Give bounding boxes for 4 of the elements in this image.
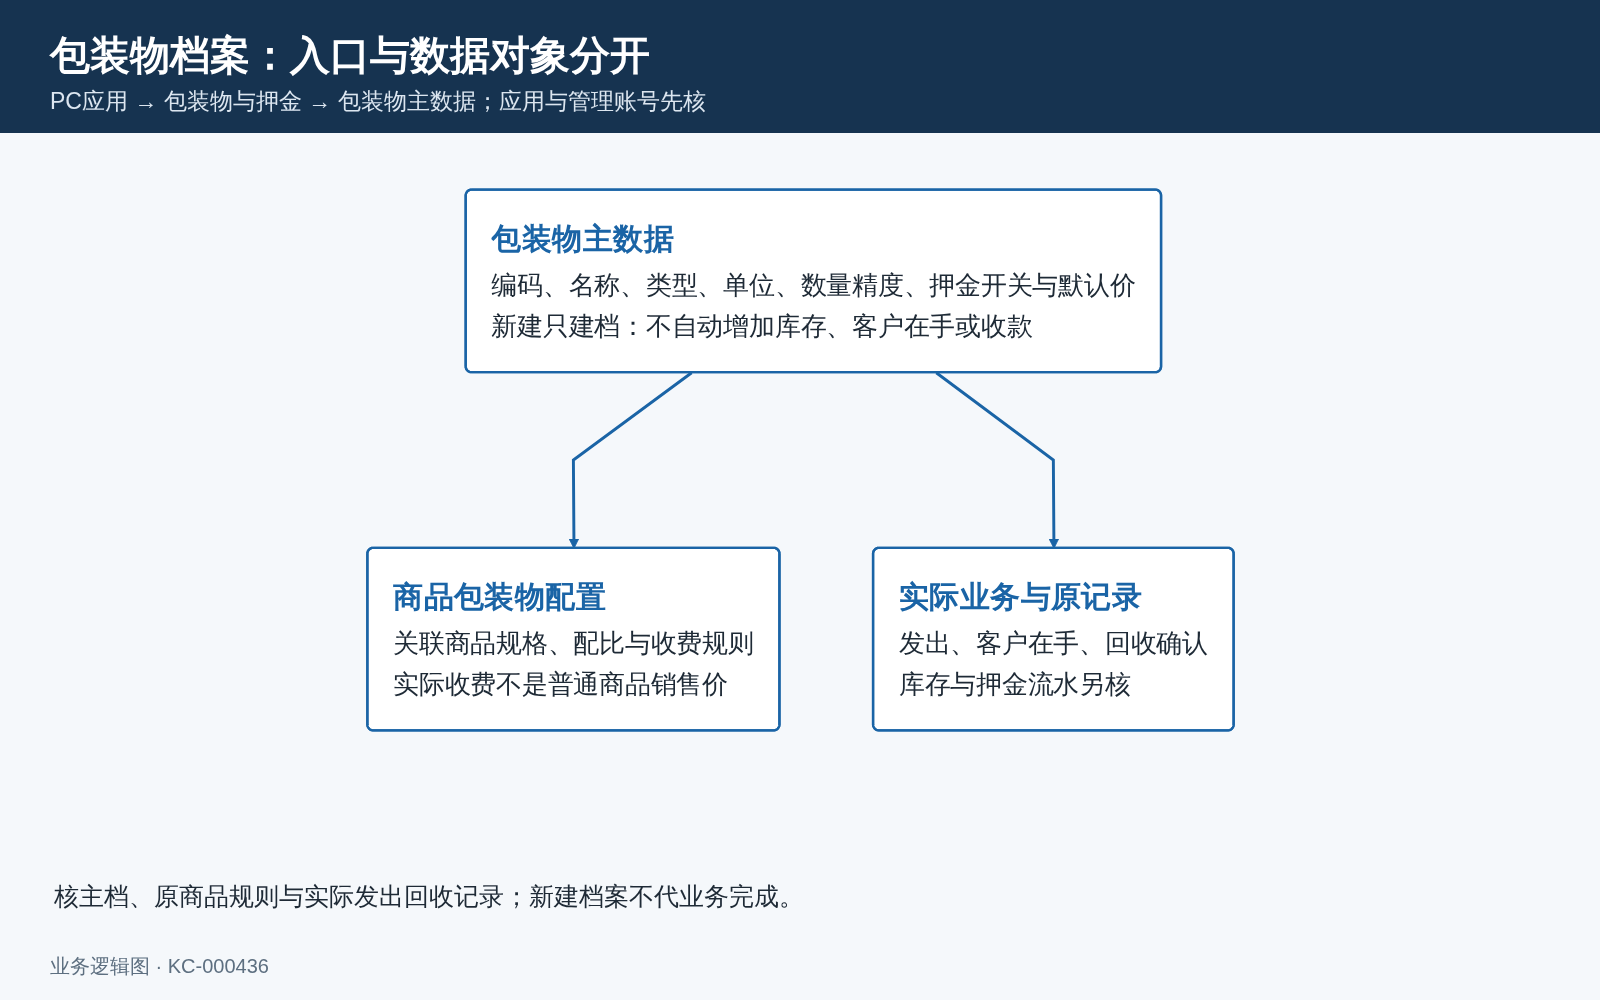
note-text: 核主档、原商品规则与实际发出回收记录；新建档案不代业务完成。 bbox=[54, 881, 804, 912]
footer-text: 业务逻辑图 · KC-000436 bbox=[50, 954, 269, 979]
subtitle: PC应用 → 包装物与押金 → 包装物主数据；应用与管理账号先核 bbox=[50, 87, 706, 116]
page-title: 包装物档案：入口与数据对象分开 bbox=[50, 32, 650, 79]
